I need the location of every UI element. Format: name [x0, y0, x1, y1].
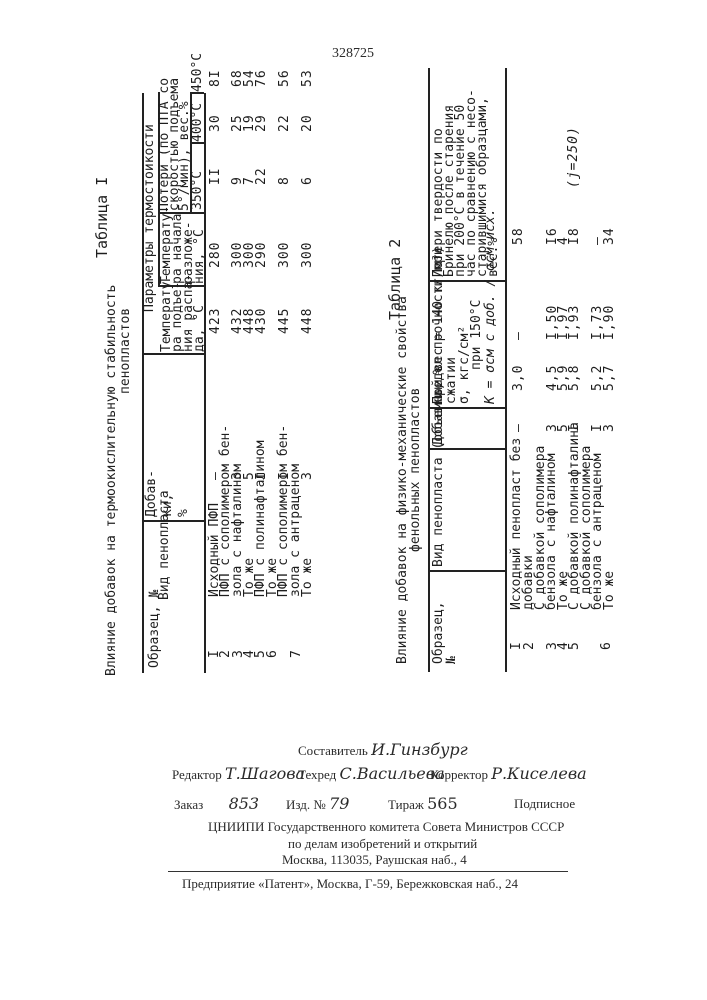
table1-label: Таблица I: [93, 177, 111, 258]
table2-header-rule: [505, 68, 507, 672]
table1-additive-cell: 3: [301, 471, 314, 480]
table2-header-strength: при 150°С: [470, 300, 484, 370]
compiler-line: Составитель И.Гинзбург: [298, 740, 468, 759]
table1-header-additive: ки,: [161, 494, 175, 517]
table1-header-tmax: да, °С: [193, 305, 207, 352]
table1-header-400: 400°С: [191, 103, 205, 142]
table1-additive-cell: I: [255, 471, 268, 480]
order-value: 853: [229, 794, 260, 813]
compiler-name: И.Гинзбург: [371, 740, 468, 759]
table1-l400-cell: 29: [255, 114, 268, 132]
table2-additive-cell: 3: [603, 423, 616, 432]
izd-label: Изд. №: [286, 797, 326, 812]
table2-sample-col: 6: [600, 641, 613, 650]
table1-l400-cell: 20: [301, 114, 314, 132]
table2-header-hardness: вес.%: [487, 238, 501, 277]
table2-k-cell: I,93: [568, 305, 581, 340]
table1-tmax-cell: 445: [278, 308, 291, 334]
table1-l350-cell: II: [209, 167, 222, 185]
techred-name: С.Васильева: [340, 764, 445, 783]
table1-l450-cell: 53: [301, 69, 314, 87]
table2-additive-cell: I: [568, 423, 581, 432]
corrector-label: Корректор: [430, 767, 488, 782]
editor-name: Т.Шагова: [225, 764, 305, 783]
table1-tstart-cell: 300: [301, 242, 314, 268]
izd-line: Изд. № 79: [286, 794, 349, 813]
page-number: 328725: [332, 46, 374, 62]
org-line-2: по делам изобретений и открытий: [288, 836, 477, 852]
table1-l450-cell: 8I: [209, 69, 222, 87]
table1-sample-col: 7: [290, 649, 303, 658]
table1-header-params: Параметры термостойкости: [143, 124, 157, 312]
table1-tmax-cell: 448: [301, 308, 314, 334]
table2-top-rule: [428, 68, 430, 672]
editor-line: Редактор Т.Шагова: [172, 764, 305, 783]
table1-l400-cell: 22: [278, 114, 291, 132]
table1-tstart-cell: 290: [255, 242, 268, 268]
org-line-1: ЦНИИПИ Государственного комитета Совета …: [208, 819, 564, 835]
table2-sigma-cell: 5,8: [568, 365, 581, 391]
table1-header-450: 450°С: [191, 53, 205, 92]
order-label: Заказ: [174, 797, 203, 812]
table1-additive-cell: –: [209, 471, 222, 480]
table1-col-rule: [190, 92, 204, 94]
table1-tmax-cell: 423: [209, 308, 222, 334]
table1-l350-cell: 6: [301, 176, 314, 185]
org-line-3: Москва, 113035, Раушская наб., 4: [282, 852, 467, 868]
compiler-label: Составитель: [298, 743, 368, 758]
table1-col-rule: [142, 353, 204, 355]
table2-sigma-cell: 3,0: [512, 365, 525, 391]
editor-label: Редактор: [172, 767, 222, 782]
table1-l400-cell: 30: [209, 114, 222, 132]
corrector-name: Р.Киселева: [491, 764, 586, 783]
corrector-line: Корректор Р.Киселева: [430, 764, 587, 783]
table1-tstart-cell: 300: [278, 242, 291, 268]
table1-l450-cell: 56: [278, 69, 291, 87]
table2-additive-cell: –: [512, 423, 525, 432]
table2-title-2: фенольных пенопластов: [408, 388, 423, 552]
table1-sample-col: 6: [266, 649, 279, 658]
tirazh-label: Тираж: [388, 797, 424, 812]
table1-l350-cell: 8: [278, 176, 291, 185]
table1-header-additive: Добав-: [145, 470, 159, 517]
table2-header-sample: №: [445, 656, 459, 664]
table1-l350-cell: 22: [255, 167, 268, 185]
techred-label: Техред: [298, 767, 336, 782]
table1-col-rule: [190, 142, 204, 144]
tirazh-value: 565: [427, 794, 458, 813]
table1-l450-cell: 76: [255, 69, 268, 87]
table2-k-cell: I,90: [603, 305, 616, 340]
table1-header-sample: Образец, №: [148, 590, 162, 668]
table2-loss-cell: I8: [568, 227, 581, 245]
table1-header-350: 350°С: [191, 171, 205, 210]
table2-type-cell: То же: [603, 571, 616, 610]
table2-sigma-cell: 5,7: [603, 365, 616, 391]
table2-sample-col: 5: [568, 641, 581, 650]
table2-header-sample: Образец,: [432, 601, 446, 664]
table2-sample-col: 2: [523, 641, 536, 650]
table1-additive-cell: I: [278, 471, 291, 480]
printer-line: Предприятие «Патент», Москва, Г-59, Бере…: [182, 876, 518, 892]
table2-col-rule: [428, 570, 505, 572]
techred-line: Техред С.Васильева: [298, 764, 445, 783]
order-line: Заказ 853: [174, 794, 259, 813]
subscription-label: Подписное: [514, 796, 575, 812]
table1-tstart-cell: 280: [209, 242, 222, 268]
tirazh-line: Тираж 565: [388, 794, 458, 813]
izd-value: 79: [329, 794, 349, 813]
table2-annotation: (j=250): [567, 126, 580, 188]
table2-loss-cell: 58: [512, 227, 525, 245]
table1-title: Влияние добавок на термоокислительную ст…: [104, 285, 119, 676]
table1-title-2: пенопластов: [118, 308, 133, 394]
table1-col-rule: [142, 520, 204, 522]
table2-loss-cell: 34: [603, 227, 616, 245]
imprint-divider: [168, 871, 568, 872]
table1-header-tstart: ния, °С: [193, 229, 207, 284]
table1-header-additive: %: [177, 509, 191, 517]
table1-type-cell: То же: [301, 558, 314, 597]
table2-k-cell: –: [512, 331, 525, 340]
table1-tmax-cell: 430: [255, 308, 268, 334]
